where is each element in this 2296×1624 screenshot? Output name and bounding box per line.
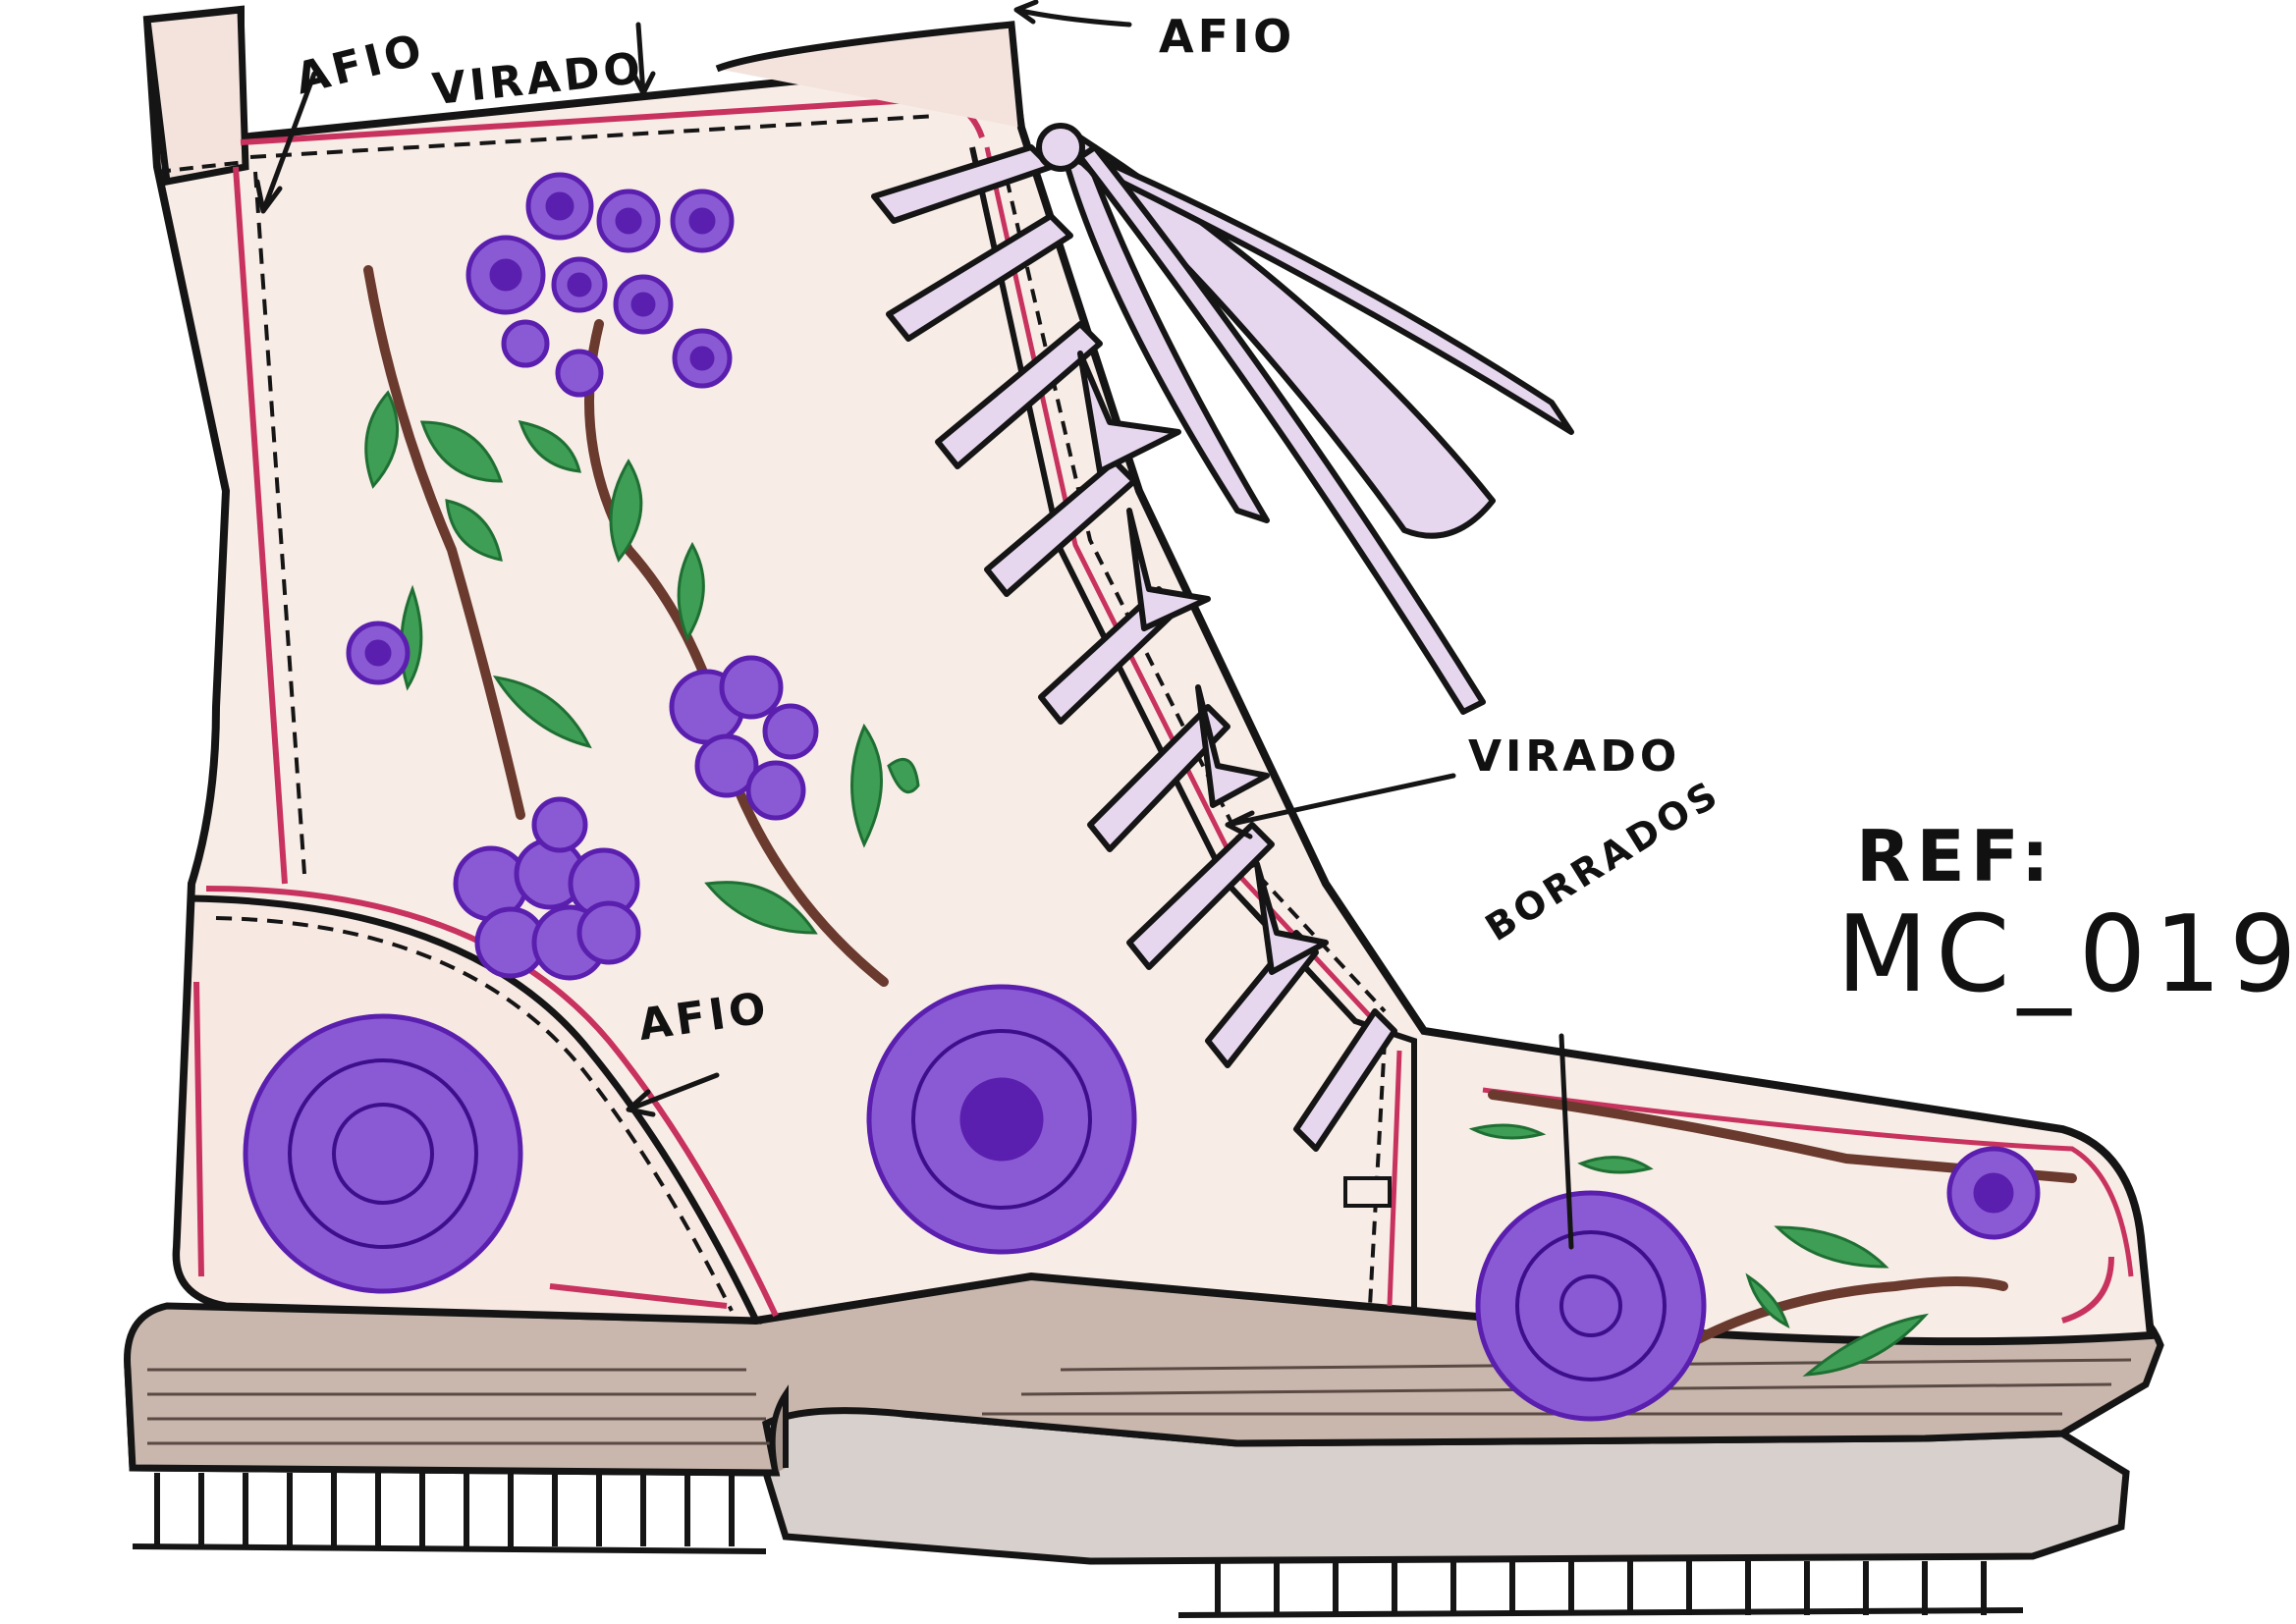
- tread-lugs: [154, 1473, 1987, 1615]
- lace-icon: [1126, 508, 1211, 631]
- flower-icon: [501, 319, 550, 368]
- lace-icon: [935, 321, 1103, 469]
- arrow-icon: [254, 71, 317, 214]
- heel-counter-lower-trim: [193, 981, 728, 1309]
- lace-icon: [984, 459, 1137, 597]
- flower-icon: [866, 984, 1137, 1255]
- branch-4: [1665, 1276, 2008, 1360]
- toe-lower-trim: [2061, 1256, 2114, 1324]
- reference-code: MC_019: [1836, 893, 2296, 1016]
- flower-icon: [576, 900, 641, 965]
- lace-icon: [886, 213, 1073, 342]
- flower-icon: [613, 274, 674, 335]
- lace-icon: [1087, 704, 1230, 852]
- flower-icon: [694, 733, 759, 798]
- lace-icon: [1077, 351, 1181, 474]
- flower-icon: [670, 189, 735, 253]
- back-seam: [233, 166, 288, 885]
- side-tab: [1343, 1176, 1392, 1208]
- annotation-arrows: [254, 0, 1574, 1250]
- lace-icon: [1254, 861, 1329, 975]
- flower-icon: [672, 328, 733, 389]
- back-seam-stitch: [253, 171, 306, 875]
- heel-breast: [769, 1384, 789, 1474]
- lace-icon: [1293, 1008, 1397, 1152]
- lace-icon: [1126, 822, 1275, 970]
- flower-icon: [346, 621, 410, 685]
- toe-trim: [1482, 1087, 2134, 1277]
- lace-bow-loop-1: [1058, 135, 1270, 523]
- vamp-seam-trim: [1387, 1050, 1402, 1307]
- annotation-virado-right: VIRADO: [1468, 731, 1681, 782]
- leaf-icon: [887, 757, 920, 794]
- leaf-icon: [364, 390, 400, 489]
- flower-icon: [525, 172, 594, 241]
- leaf-icon: [445, 499, 503, 562]
- leaf-icon: [419, 420, 504, 483]
- heel-counter-trim: [205, 886, 779, 1318]
- branch-1: [363, 265, 525, 820]
- flower-icon: [243, 1013, 523, 1294]
- leaf-icon: [704, 881, 818, 935]
- leaf-icon: [1745, 1272, 1790, 1328]
- flower-icon: [719, 655, 784, 720]
- annotation-afio-top-right: AFIO: [1159, 10, 1296, 63]
- flower-icon: [1946, 1146, 2041, 1240]
- flower-icon: [596, 189, 661, 253]
- leaf-icon: [492, 676, 592, 749]
- lace-bow-loop-2: [1058, 135, 1496, 539]
- branch-2: [584, 319, 889, 987]
- pull-tab: [143, 6, 249, 187]
- leaf-icon: [1774, 1225, 1889, 1269]
- heel-counter-stitch: [215, 916, 734, 1312]
- leaf-icon: [1468, 1123, 1547, 1140]
- leaf-icon: [1577, 1156, 1654, 1174]
- flower-icon: [1475, 1190, 1707, 1422]
- arrow-icon: [1558, 1033, 1574, 1250]
- leaf-icon: [677, 541, 705, 642]
- sole-tread-bottom: [132, 1543, 2024, 1618]
- flower-icon: [531, 796, 588, 853]
- arrow-icon: [1225, 773, 1456, 839]
- lace-bow-loop-3: [1058, 139, 1574, 435]
- flower-icon: [762, 703, 819, 760]
- leaf-icon: [1802, 1313, 1930, 1377]
- flower-icon: [555, 349, 604, 398]
- lace-icon: [1195, 684, 1270, 808]
- lace-knot: [1036, 123, 1085, 172]
- reference-label: REF:: [1856, 815, 2055, 897]
- pull-tab-stitch: [156, 160, 246, 174]
- leaf-icon: [609, 459, 643, 563]
- flower-icon: [465, 235, 546, 315]
- lace-bow-end: [1077, 144, 1486, 715]
- flower-icon: [551, 256, 608, 313]
- collar-stitch: [249, 114, 939, 159]
- arrow-icon: [630, 22, 656, 96]
- leaf-icon: [850, 723, 883, 848]
- leaf-icon: [518, 420, 581, 473]
- arrow-icon: [626, 1072, 720, 1117]
- flowers: [243, 172, 2041, 1422]
- arrow-icon: [1013, 0, 1132, 27]
- flower-icon: [745, 760, 806, 821]
- tongue: [715, 21, 1025, 129]
- laces: [871, 123, 1574, 1152]
